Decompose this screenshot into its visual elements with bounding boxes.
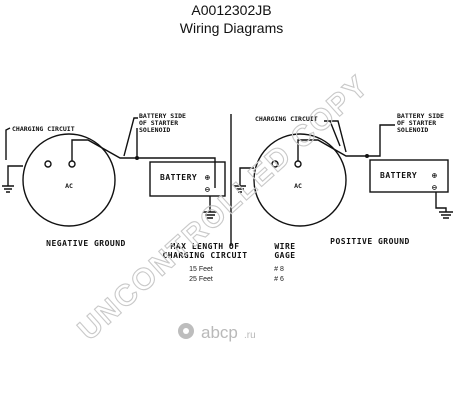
- positive-ground-label: POSITIVE GROUND: [330, 237, 410, 246]
- battery-side-label-left-3: SOLENOID: [139, 126, 170, 134]
- ground-symbol-left-batt: [203, 211, 217, 219]
- battery-negative-right: ⊖: [432, 183, 437, 192]
- table-header-length-2: CHARGING CIRCUIT: [162, 251, 247, 260]
- alternator-ground-wire-right: [239, 167, 254, 186]
- negative-ground-label: NEGATIVE GROUND: [46, 239, 126, 248]
- part-number: A0012302JB: [191, 2, 272, 18]
- alternator-terminal-left-a: [44, 160, 52, 168]
- alternator-circle-left: [22, 133, 116, 227]
- page-title: Wiring Diagrams: [179, 20, 284, 36]
- charging-circuit-label-right: CHARGING CIRCUIT: [255, 115, 318, 123]
- charging-label-leader-right: [324, 120, 347, 153]
- ground-symbol-left-alt: [2, 185, 14, 193]
- battery-side-label-right-2: OF STARTER: [397, 119, 436, 127]
- alternator-circle-right: [253, 133, 347, 227]
- solenoid-junction-right: [365, 154, 369, 158]
- charging-circuit-wire-right: [297, 124, 395, 161]
- alternator-label-right: AC: [294, 182, 302, 190]
- ground-symbol-right-batt: [439, 211, 453, 219]
- positive-ground-diagram: AC BATTERY ⊕ ⊖ CHARGING CIRCUIT BATTERY …: [234, 112, 453, 246]
- abcp-logo: abcp .ru: [178, 323, 256, 342]
- battery-side-leader-left: [123, 117, 138, 157]
- battery-side-label-right-1: BATTERY SIDE: [397, 112, 444, 120]
- ground-symbol-right-alt: [234, 185, 246, 193]
- battery-left: [149, 161, 226, 197]
- battery-label-left: BATTERY: [160, 173, 197, 182]
- alternator-terminal-right-a: [271, 160, 279, 168]
- battery-side-label-right-3: SOLENOID: [397, 126, 428, 134]
- battery-positive-right: ⊕: [432, 171, 437, 180]
- alternator-ground-wire-left: [7, 165, 23, 186]
- table-row-gage: # 6: [274, 276, 284, 283]
- table-header-length-1: MAX LENGTH OF: [170, 242, 239, 251]
- battery-ground-wire-right: [435, 192, 447, 212]
- battery-side-label-left-2: OF STARTER: [139, 119, 178, 127]
- battery-right: [369, 159, 449, 193]
- battery-side-label-left-1: BATTERY SIDE: [139, 112, 186, 120]
- abcp-logo-text: abcp: [201, 323, 238, 342]
- table-header-gage-1: WIRE: [274, 242, 295, 251]
- table-row-gage: # 8: [274, 266, 284, 273]
- table-row-length: 15 Feet: [189, 266, 213, 273]
- charging-label-leader-left: [5, 127, 11, 160]
- battery-negative-left: ⊖: [205, 185, 210, 194]
- negative-ground-diagram: AC BATTERY ⊕ ⊖ CHARGING CIRCUIT BATTERY …: [2, 112, 226, 248]
- table-header-gage-2: GAGE: [274, 251, 295, 260]
- charging-circuit-label-left: CHARGING CIRCUIT: [12, 125, 75, 133]
- uncontrolled-copy-watermark: UNCONTROLLED COPY: [72, 69, 376, 347]
- table-row-length: 25 Feet: [189, 276, 213, 283]
- alternator-label-left: AC: [65, 182, 73, 190]
- abcp-logo-suffix: .ru: [244, 330, 256, 341]
- battery-positive-left: ⊕: [205, 173, 210, 182]
- wire-gage-table: MAX LENGTH OF CHARGING CIRCUIT WIRE GAGE…: [162, 242, 295, 283]
- battery-label-right: BATTERY: [380, 171, 417, 180]
- charging-label-leader-right-2: [329, 120, 341, 147]
- charging-circuit-wire-left: [71, 139, 216, 188]
- alternator-terminal-left-b: [68, 160, 76, 168]
